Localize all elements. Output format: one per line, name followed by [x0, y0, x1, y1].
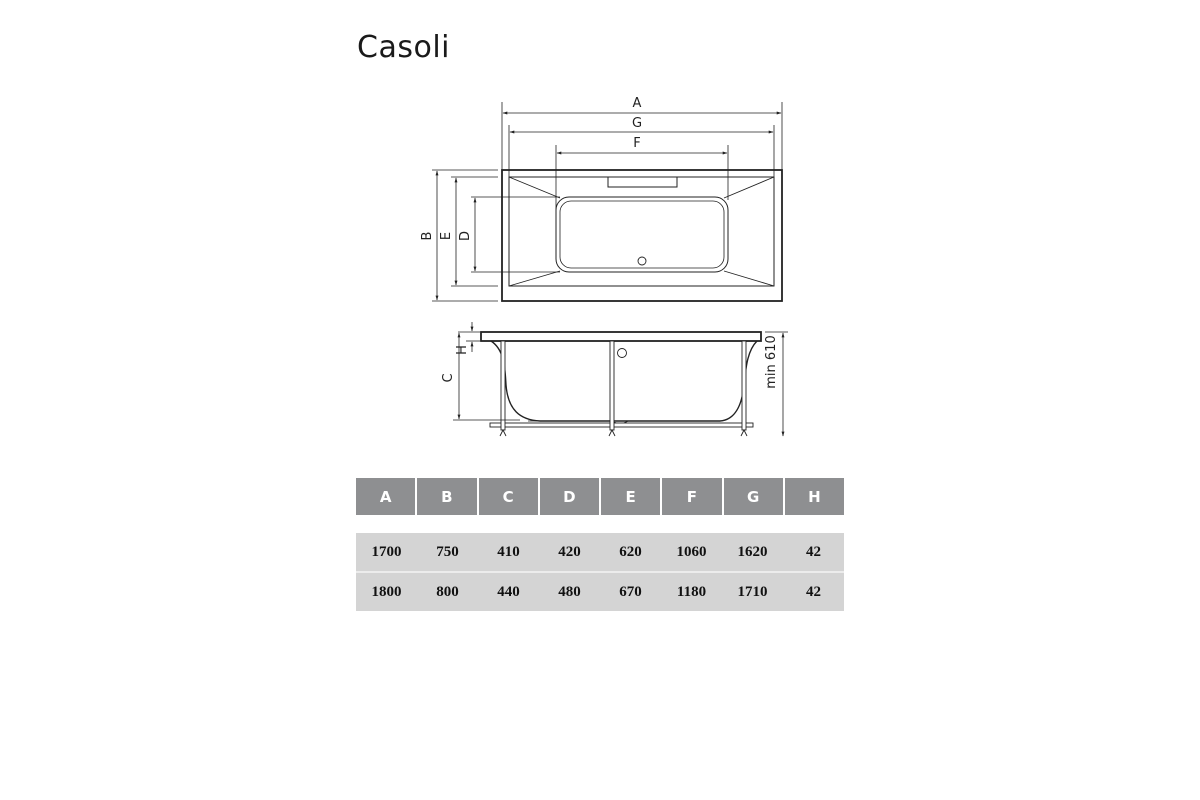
table-cell: 750 — [436, 543, 459, 560]
table-cell: 42 — [806, 543, 821, 560]
table-cell: 670 — [619, 583, 642, 600]
table-cell: 42 — [806, 583, 821, 600]
table-cell: 1800 — [371, 583, 402, 600]
overflow-icon — [617, 348, 627, 358]
label-f: F — [633, 136, 640, 151]
table-cell: 1060 — [676, 543, 707, 560]
table-row: 1800 800 440 480 670 1180 1710 42 — [356, 573, 844, 611]
drain-icon — [637, 256, 647, 266]
header-cell-h: H — [784, 478, 844, 515]
header-cell-g: G — [723, 478, 785, 515]
table-cell: 800 — [436, 583, 459, 600]
header-cell-e: E — [601, 478, 663, 515]
table-cell: 1700 — [371, 543, 402, 560]
label-c: C — [441, 373, 456, 382]
label-b: B — [420, 232, 435, 241]
header-cell-f: F — [662, 478, 724, 515]
table-header: A B C D E F G H — [356, 478, 844, 515]
label-e: E — [439, 232, 454, 240]
header-cell-a: A — [356, 478, 418, 515]
header-cell-b: B — [417, 478, 479, 515]
label-d: D — [458, 231, 473, 241]
header-cell-d: D — [539, 478, 601, 515]
label-h: H — [455, 345, 470, 355]
table-cell: 420 — [558, 543, 581, 560]
table-cell: 1620 — [737, 543, 768, 560]
table-cell: 1710 — [737, 583, 768, 600]
label-g: G — [632, 116, 642, 131]
label-a: A — [633, 96, 642, 111]
product-title: Casoli — [357, 30, 450, 65]
table-cell: 440 — [497, 583, 520, 600]
table-row: 1700 750 410 420 620 1060 1620 42 — [356, 533, 844, 573]
table-cell: 480 — [558, 583, 581, 600]
side-view — [453, 322, 788, 437]
table-cell: 410 — [497, 543, 520, 560]
header-cell-c: C — [478, 478, 540, 515]
table-cell: 1180 — [676, 583, 707, 600]
dimensions-table: A B C D E F G H 1700 750 410 420 620 106… — [356, 478, 844, 611]
table-cell: 620 — [619, 543, 642, 560]
label-min-height: min 610 — [764, 335, 779, 388]
top-view — [432, 102, 783, 302]
